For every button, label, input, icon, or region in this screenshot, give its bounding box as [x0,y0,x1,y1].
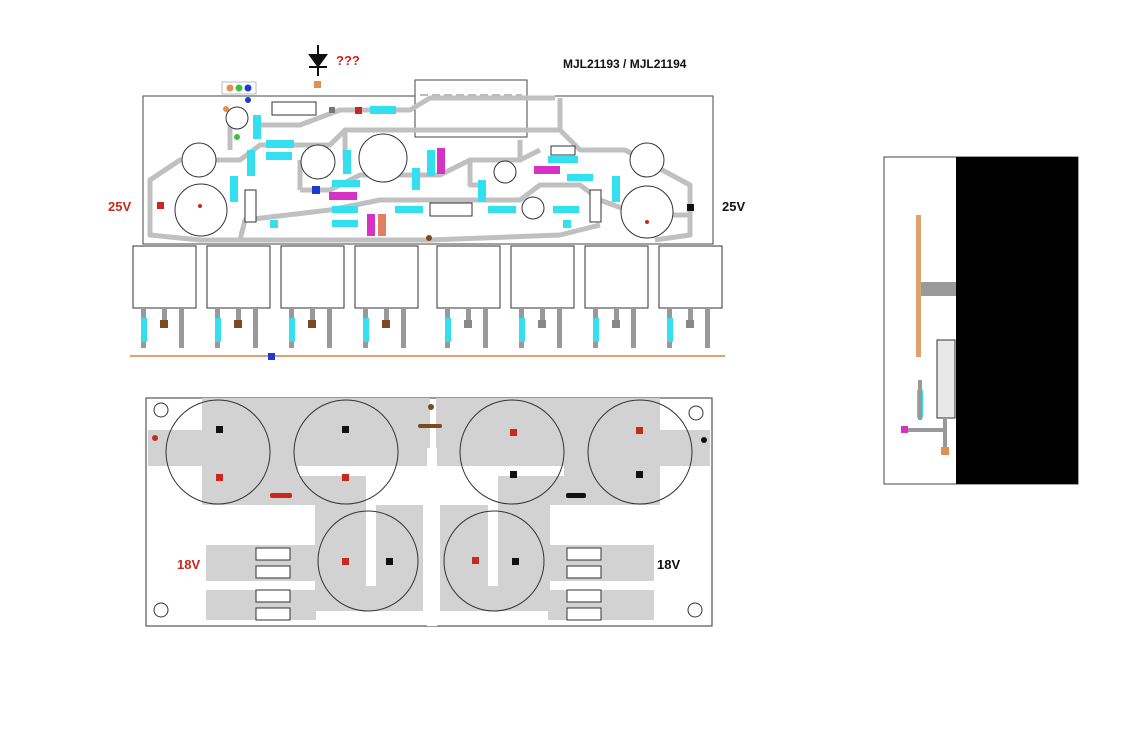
cap-right-small [629,142,665,178]
rail-left-label: 25V [108,199,132,214]
transistor-row [132,245,723,348]
amp-resistors [230,106,620,228]
power-transistor [658,245,723,348]
power-supply-board [145,397,713,627]
unknown-part-label: ??? [336,53,360,68]
rail-right-label: 25V [722,199,746,214]
cap-mini-c [225,106,249,130]
cap-right-large [620,185,674,239]
power-transistor [436,245,501,348]
side-orange-pad [941,447,949,455]
power-transistor [206,245,271,348]
power-transistor [280,245,345,348]
cap-mini-a [493,160,517,184]
psu-gaps [298,448,564,626]
power-transistor [354,245,419,348]
side-leads [903,380,947,452]
amp-pads [157,81,694,241]
cap-left-large [174,183,228,237]
amp-capacitors [174,106,674,239]
cap-left-small [181,142,217,178]
bus-blue-pad [268,353,275,360]
power-transistor [510,245,575,348]
side-bus-bar [916,215,921,357]
diode-symbol [308,45,328,76]
supply-right-label: 18V [657,557,681,572]
supply-left-label: 18V [177,557,201,572]
power-transistor [584,245,649,348]
amp-orange-part [378,214,386,236]
side-view [883,156,1079,485]
psu-pads [152,404,707,565]
psu-rectifiers [255,547,602,621]
amplifier-board [142,45,714,245]
side-magenta-pad [901,426,908,433]
amp-rect-parts [244,101,602,223]
heatsink [956,157,1078,484]
psu-caps [153,399,704,618]
cap-mid-large [358,133,408,183]
cap-mini-b [521,196,545,220]
amp-film-caps [329,148,560,236]
side-mount-bracket [921,282,956,296]
transistor-pair-label: MJL21193 / MJL21194 [563,57,687,71]
cap-mid-small [300,144,336,180]
side-transistor-body [936,339,956,419]
power-transistor [132,245,197,348]
